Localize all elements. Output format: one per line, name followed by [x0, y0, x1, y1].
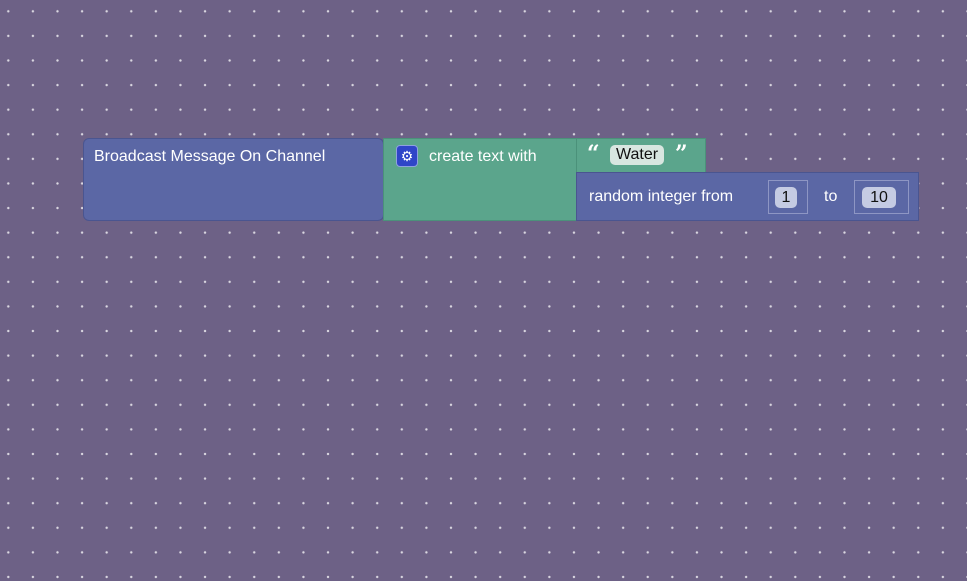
create-text-with-block[interactable]: ⚙ create text with: [383, 138, 577, 221]
open-quote-icon: “: [587, 141, 600, 167]
random-integer-block[interactable]: random integer from 1 to 10: [576, 172, 919, 221]
broadcast-message-block[interactable]: Broadcast Message On Channel: [83, 138, 384, 221]
create-text-label: create text with: [429, 148, 537, 165]
close-quote-icon: ”: [675, 141, 688, 167]
gear-icon[interactable]: ⚙: [396, 145, 418, 167]
text-block[interactable]: “ Water ”: [576, 138, 706, 173]
text-value-field[interactable]: Water: [610, 145, 665, 165]
broadcast-block-label: Broadcast Message On Channel: [94, 148, 326, 165]
to-number-field[interactable]: 10: [862, 187, 896, 208]
random-integer-label: random integer from: [589, 188, 734, 205]
to-label: to: [824, 188, 838, 205]
to-input-slot: 10: [854, 180, 909, 214]
from-input-slot: 1: [768, 180, 808, 214]
from-number-field[interactable]: 1: [775, 187, 797, 208]
